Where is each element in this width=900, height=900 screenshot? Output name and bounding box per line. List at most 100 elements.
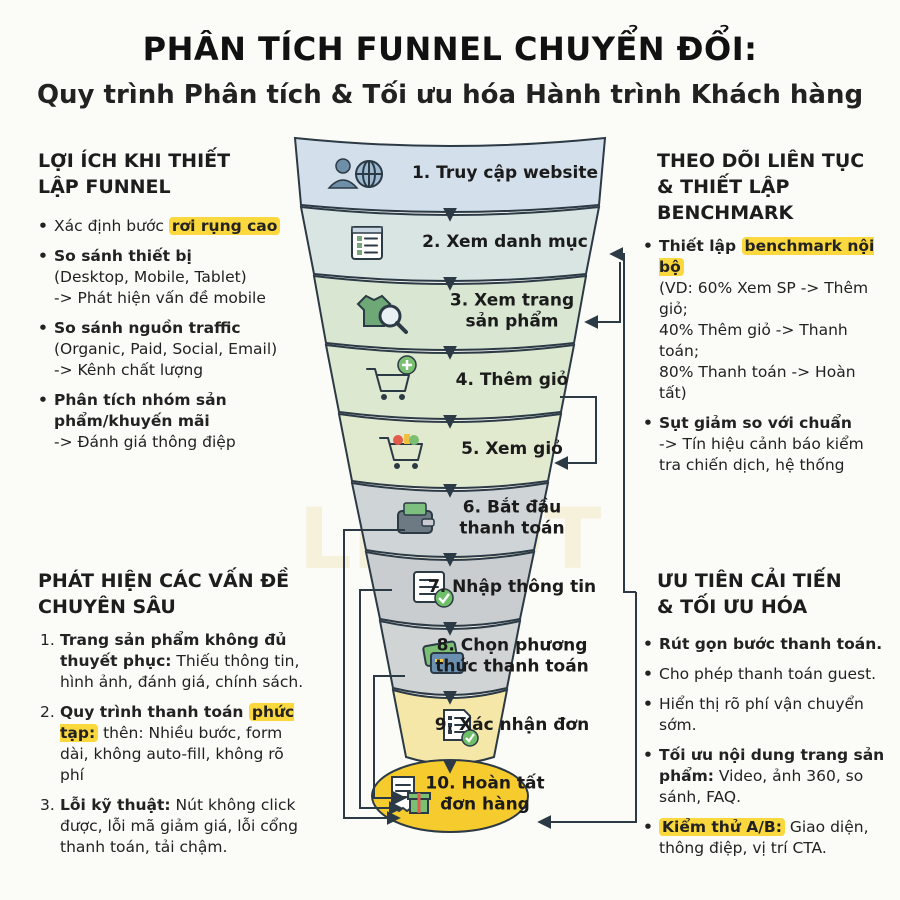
stage-label: 6. Bắt đầu [463, 497, 561, 518]
stage-label: sản phẩm [465, 310, 558, 332]
priority-heading: ƯU TIÊN CẢI TIẾN & TỐI ƯU HÓA [657, 568, 842, 620]
stage-label: 8. Chọn phương [437, 636, 588, 656]
priority-text: Video, ảnh 360, so sánh, FAQ. [659, 767, 864, 806]
priority-item: Cho phép thanh toán guest. [643, 664, 888, 685]
wallet-icon [397, 502, 435, 534]
cart-add-icon [366, 355, 417, 400]
issue-title: Quy trình thanh toán [60, 703, 249, 721]
benefits-heading: LỢI ÍCH KHI THIẾT LẬP FUNNEL [38, 148, 230, 200]
priority-text: Giao diện, thông điệp, vị trí CTA. [659, 818, 869, 857]
issue-item: 3. Lỗi kỹ thuật: Nút không click được, l… [40, 795, 310, 858]
loop-arrow-left-inner [373, 675, 407, 805]
monitor-text: (VD: 60% Xem SP -> Thêm giỏ; [659, 279, 869, 318]
priority-title: Tối ưu nội dung trang sản phẩm: [659, 746, 885, 785]
stage-label: 9. Xác nhận đơn [435, 715, 589, 735]
stage-label: 4. Thêm giỏ [456, 370, 569, 390]
funnel-stage-band [299, 205, 601, 282]
issues-list: 1. Trang sản phẩm không đủ thuyết phục: … [40, 630, 310, 867]
issues-heading: PHÁT HIỆN CÁC VẤN ĐỀ CHUYÊN SÂU [38, 568, 289, 620]
issue-title: Trang sản phẩm không đủ thuyết phục: [60, 631, 287, 670]
flow-arrows [343, 207, 637, 829]
issue-number: 3. [40, 796, 55, 814]
priority-item: Kiểm thử A/B: Giao diện, thông điệp, vị … [643, 817, 888, 859]
stage-label: 1. Truy cập website [412, 163, 598, 183]
priority-highlight: Kiểm thử A/B: [659, 818, 785, 836]
benefit-item: Xác định bước rơi rụng cao [38, 216, 293, 237]
monitor-heading: THEO DÕI LIÊN TỤC & THIẾT LẬP BENCHMARK [657, 148, 864, 226]
benefit-highlight: rơi rụng cao [168, 217, 281, 235]
monitor-item: Thiết lập benchmark nội bộ (VD: 60% Xem … [643, 236, 888, 404]
stage-label: thanh toán [459, 519, 564, 539]
monitor-text: 80% Thanh toán -> Hoàn tất) [659, 363, 856, 402]
monitor-item: Sụt giảm so với chuẩn -> Tín hiệu cảnh b… [643, 413, 888, 476]
funnel-stage-band [324, 343, 576, 420]
order-confirm-icon [443, 709, 479, 747]
benefit-text: -> Kênh chất lượng [54, 361, 204, 379]
stage-label: 5. Xem giỏ [461, 439, 563, 459]
issue-item: 1. Trang sản phẩm không đủ thuyết phục: … [40, 630, 310, 693]
priority-item: Tối ưu nội dung trang sản phẩm: Video, ả… [643, 745, 888, 808]
issues-heading-line: CHUYÊN SÂU [38, 596, 176, 618]
priority-text: Cho phép thanh toán guest. [659, 665, 877, 683]
priority-item: Hiển thị rõ phí vận chuyển sớm. [643, 694, 888, 736]
monitor-text: tra chiến dịch, hệ thống [659, 456, 845, 474]
issue-text: thên: Nhiều bước, form dài, không auto-f… [60, 724, 284, 784]
priority-title: Rút gọn bước thanh toán. [659, 635, 883, 653]
loop-arrow-right-long [609, 247, 636, 593]
benefit-item: Phân tích nhóm sản phẩm/khuyến mãi -> Đá… [38, 390, 244, 453]
benefits-list: Xác định bước rơi rụng cao So sánh thiết… [38, 216, 293, 462]
issue-text: Nút không click được, lỗi mã giảm giá, l… [60, 796, 298, 856]
benefit-text: (Organic, Paid, Social, Email) [54, 340, 278, 358]
monitor-text: -> Tín hiệu cảnh báo kiểm [659, 435, 864, 453]
stage-label: 10. Hoàn tất [425, 773, 544, 794]
page-title: PHÂN TÍCH FUNNEL CHUYỂN ĐỔI: [142, 30, 758, 68]
priority-text: Hiển thị rõ phí vận chuyển sớm. [659, 695, 864, 734]
loop-arrow-right-top [584, 262, 621, 329]
monitor-heading-line: BENCHMARK [657, 202, 794, 224]
monitor-text: 40% Thêm giỏ -> Thanh toán; [659, 321, 848, 360]
monitor-list: Thiết lập benchmark nội bộ (VD: 60% Xem … [643, 236, 888, 485]
benefit-item: So sánh nguồn traffic (Organic, Paid, So… [38, 318, 293, 381]
priority-heading-line: ƯU TIÊN CẢI TIẾN [657, 570, 842, 592]
priority-item: Rút gọn bước thanh toán. [643, 634, 888, 655]
benefit-text: -> Phát hiện vấn đề mobile [54, 289, 266, 307]
payment-cards-icon [422, 640, 464, 674]
loop-arrow-left-mid [359, 589, 403, 815]
priority-heading-line: & TỐI ƯU HÓA [657, 596, 808, 618]
benefit-text: Xác định bước [54, 217, 169, 235]
monitor-heading-line: & THIẾT LẬP [657, 176, 790, 198]
benefit-text: -> Đánh giá thông điệp [54, 433, 236, 451]
benefit-title: So sánh nguồn traffic [54, 319, 241, 337]
benefits-heading-line: LẬP FUNNEL [38, 176, 171, 198]
stage-label: 2. Xem danh mục [422, 232, 588, 252]
monitor-title: Sụt giảm so với chuẩn [659, 414, 852, 432]
loop-arrow-right-bottom [537, 592, 637, 829]
benefit-text: (Desktop, Mobile, Tablet) [54, 268, 247, 286]
funnel-stage-band [364, 550, 536, 627]
issue-number: 2. [40, 703, 55, 721]
user-globe-icon [327, 158, 383, 189]
cart-view-icon [379, 434, 423, 469]
benefit-item: So sánh thiết bị (Desktop, Mobile, Table… [38, 246, 293, 309]
funnel-stage-band [293, 136, 607, 213]
monitor-heading-line: THEO DÕI LIÊN TỤC [657, 150, 865, 172]
benefits-heading-line: LỢI ÍCH KHI THIẾT [38, 150, 231, 172]
issues-heading-line: PHÁT HIỆN CÁC VẤN ĐỀ [38, 570, 290, 592]
priority-list: Rút gọn bước thanh toán. Cho phép thanh … [643, 634, 888, 868]
stage-label: thức thanh toán [435, 657, 589, 677]
stage-label: đơn hàng [440, 795, 530, 815]
issue-text: Thiếu thông tin, hình ảnh, đánh giá, chí… [60, 652, 304, 691]
form-check-icon [413, 571, 454, 608]
stage-label: 7. Nhập thông tin [428, 577, 596, 597]
benefit-title: So sánh thiết bị [54, 247, 192, 265]
funnel-stages: 1. Truy cập website 2. Xem danh mục 3. Xem… [293, 136, 607, 833]
funnel-stage-band [312, 274, 588, 351]
loop-arrow-left-outer [343, 529, 405, 825]
stage-label: 3. Xem trang [450, 291, 574, 311]
monitor-title: Thiết lập [659, 237, 742, 255]
category-list-icon [351, 226, 383, 260]
benefit-title: Phân tích nhóm sản phẩm/khuyến mãi [54, 391, 227, 430]
funnel-stage-band [350, 481, 550, 558]
loop-arrow-right-small [554, 396, 597, 470]
